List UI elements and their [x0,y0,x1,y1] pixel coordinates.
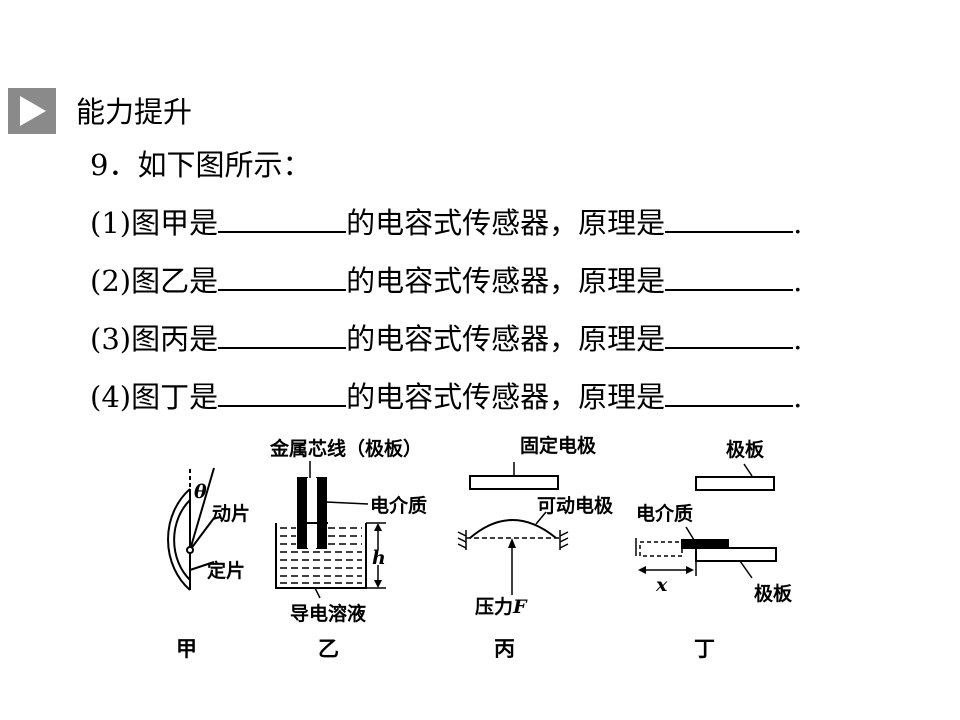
question-item-2: (2)图乙是 的电容式传感器，原理是. [90,261,802,301]
bing-force-label: 压力F [475,595,528,618]
answer-blank-1a[interactable] [218,203,347,233]
bing-movable-leader [535,511,547,525]
bing-force-symbol: F [512,596,528,618]
item-end: . [793,206,803,240]
yi-core-label: 金属芯线（极板） [269,437,422,460]
section-title: 能力提升 [76,95,193,129]
yi-solution-label: 导电溶液 [290,602,367,625]
item-end: . [793,380,803,414]
ding-dielectric-leader [685,526,695,541]
jia-outer-arc [167,488,191,591]
jia-moving-leader [189,517,215,551]
yi-solution-leader [314,587,321,599]
item-prefix: (3)图丙是 [90,322,219,356]
sensor-figure: θ 动片 定片 甲 金属芯线（极板） 电介质 h 导电溶液 乙 [0,420,960,680]
answer-blank-4b[interactable] [665,377,794,407]
bing-movable-electrode [469,519,557,539]
answer-blank-2a[interactable] [218,261,347,291]
question-item-4: (4)图丁是 的电容式传感器，原理是. [90,377,802,417]
diagram-bing [457,462,569,595]
answer-blank-3a[interactable] [218,319,347,349]
jia-caption: 甲 [176,637,197,661]
bing-force-text: 压力 [475,595,513,618]
answer-blank-4a[interactable] [218,377,347,407]
diagram-jia [167,467,215,591]
item-middle: 的电容式传感器，原理是 [346,322,666,356]
yi-right-core [316,477,327,549]
answer-blank-1b[interactable] [665,203,794,233]
item-prefix: (2)图乙是 [90,264,219,298]
ding-top-label: 极板 [726,438,765,461]
yi-container [275,523,367,589]
play-triangle-icon [20,96,46,126]
jia-fixed-label: 定片 [207,559,245,582]
yi-h-label: h [372,547,386,569]
ding-top-plate [695,476,775,491]
section-marker [8,88,56,134]
question-item-1: (1)图甲是 的电容式传感器，原理是. [90,203,802,243]
ding-caption: 丁 [694,637,715,661]
yi-left-core [297,477,308,549]
item-middle: 的电容式传感器，原理是 [346,206,666,240]
ding-dielectric-dashed [639,541,683,557]
jia-inner-arc [173,499,191,581]
item-middle: 的电容式传感器，原理是 [346,264,666,298]
bing-left-mount [457,530,467,550]
ding-bottom-leader [739,560,753,579]
yi-dielectric [307,478,317,548]
yi-solution-dashes [280,527,362,584]
yi-h-arrowhead-up [374,523,382,531]
ding-bottom-label: 极板 [754,582,793,605]
item-end: . [793,264,803,298]
diagram-yi [275,461,386,599]
answer-blank-2b[interactable] [665,261,794,291]
diagram-ding [635,463,777,579]
bing-force-arrowhead [508,538,516,548]
bing-caption: 丙 [494,637,515,661]
jia-moving-edge [189,467,215,551]
question-stem: 9．如下图所示： [90,148,312,182]
bing-movable-label: 可动电极 [537,494,614,517]
item-prefix: (4)图丁是 [90,380,219,414]
ding-x-arrowhead-left [638,566,646,574]
ding-x-label: x [655,574,668,596]
bing-fixed-electrode [469,475,559,490]
question-item-3: (3)图丙是 的电容式传感器，原理是. [90,319,802,359]
ding-top-leader [743,463,753,477]
yi-h-arrowhead-down [374,580,382,588]
ding-dielectric-label: 电介质 [636,502,693,525]
answer-blank-3b[interactable] [665,319,794,349]
bing-right-mount [559,530,569,550]
yi-dielectric-label: 电介质 [370,494,427,517]
item-middle: 的电容式传感器，原理是 [346,380,666,414]
ding-x-arrowhead-right [686,566,694,574]
ding-dielectric-block [681,539,729,549]
item-prefix: (1)图甲是 [90,206,219,240]
sensor-diagram: θ 动片 定片 甲 金属芯线（极板） 电介质 h 导电溶液 乙 [167,434,793,661]
ding-bottom-plate [695,547,777,562]
yi-caption: 乙 [318,637,339,661]
yi-dielectric-leader [325,501,369,505]
item-end: . [793,322,803,356]
jia-pivot [186,546,194,554]
jia-moving-label: 动片 [212,502,250,525]
jia-theta-label: θ [194,481,207,503]
bing-fixed-label: 固定电极 [520,434,597,457]
jia-fixed-leader [189,561,215,571]
